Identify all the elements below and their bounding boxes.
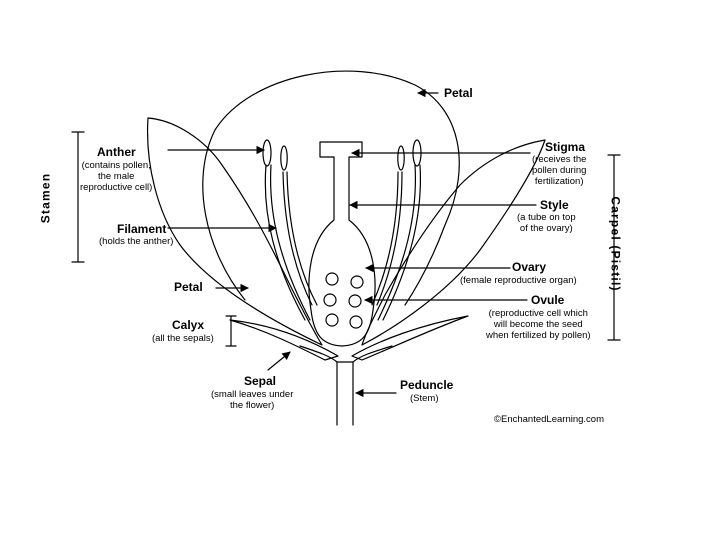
ovule-4	[348, 294, 362, 308]
label-sepal: Sepal	[244, 374, 277, 388]
label-petal-top: Petal	[444, 86, 473, 100]
filament-right-outer	[377, 164, 422, 321]
label-stamen: Stamen	[38, 172, 53, 224]
stem	[336, 361, 354, 426]
label-peduncle: Peduncle	[400, 378, 454, 392]
ovule-2	[350, 275, 364, 289]
label-anther: Anther	[97, 145, 136, 159]
label-carpel: Carpel (Pistil)	[608, 196, 623, 292]
label-calyx-desc: (all the sepals)	[152, 333, 214, 344]
right-sepal	[351, 315, 469, 361]
label-ovule: Ovule	[531, 293, 565, 307]
label-petal-left: Petal	[174, 280, 203, 294]
filament-left-outer	[264, 164, 311, 321]
label-filament-desc: (holds the anther)	[99, 236, 174, 247]
carpel-bracket	[607, 154, 621, 341]
back-petal	[202, 70, 460, 306]
label-calyx: Calyx	[172, 318, 205, 332]
label-stigma-desc: (receives the pollen during fertilizatio…	[532, 154, 587, 187]
calyx-bracket	[225, 315, 237, 347]
label-peduncle-desc: (Stem)	[410, 393, 439, 404]
receptacle	[299, 345, 393, 363]
anther-3	[397, 145, 405, 171]
anther-2	[280, 145, 288, 171]
left-sepal	[229, 319, 339, 361]
label-anther-desc: (contains pollen, the male reproductive …	[80, 160, 153, 193]
label-ovule-desc: (reproductive cell which will become the…	[486, 308, 591, 341]
label-style-desc: (a tube on top of the ovary)	[517, 212, 576, 234]
anther-1	[262, 139, 272, 167]
copyright-text: ©EnchantedLearning.com	[494, 414, 604, 425]
filament-right-inner	[371, 171, 403, 306]
ovule-3	[323, 293, 337, 307]
filament-left-inner	[282, 171, 318, 306]
stamen-bracket	[71, 131, 85, 263]
right-petal	[361, 139, 546, 346]
ovule-5	[325, 313, 339, 327]
label-stigma: Stigma	[545, 140, 586, 154]
label-style: Style	[540, 198, 569, 212]
label-filament: Filament	[117, 222, 167, 236]
label-ovary-desc: (female reproductive organ)	[460, 275, 577, 286]
label-sepal-desc: (small leaves under the flower)	[211, 389, 294, 411]
pistil	[308, 141, 376, 347]
label-ovary: Ovary	[512, 260, 547, 274]
left-petal	[146, 117, 323, 346]
pointer-sepal	[267, 351, 291, 371]
ovule-6	[349, 315, 363, 329]
ovule-1	[325, 272, 339, 286]
